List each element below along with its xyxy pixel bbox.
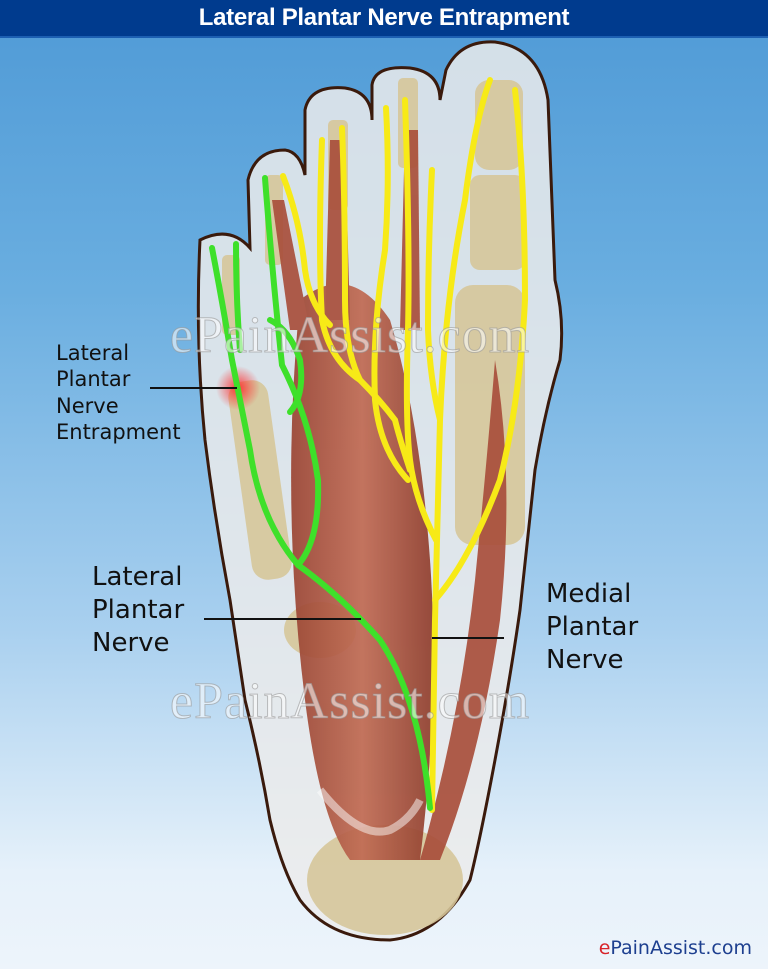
lateral-plantar-nerve-label: Lateral Plantar Nerve [92,561,184,659]
page-title: Lateral Plantar Nerve Entrapment [198,4,570,31]
lateral-label-line: Lateral [92,562,183,592]
leader-lines [150,387,504,639]
medial-label-line: Plantar [546,611,639,642]
title-bar: Lateral Plantar Nerve Entrapment [0,0,768,38]
entrapment-label-line: Lateral [56,341,130,365]
medial-plantar-nerve [280,77,529,813]
brand-logo-text: ePainAssist.com [599,937,752,959]
watermark-top: ePainAssist.com [169,307,531,365]
entrapment-label-line: Entrapment [56,420,181,445]
lateral-label-line: Nerve [92,627,170,658]
medial-plantar-nerve-label: Medial Plantar Nerve [546,578,638,676]
brand-rest: PainAssist.com [610,937,752,959]
entrapment-label-line: Nerve [56,393,119,418]
entrapment-label-line: Plantar [56,367,131,392]
brand-prefix: e [598,937,611,959]
medial-label-line: Medial [546,579,632,609]
medial-label-line: Nerve [546,644,624,675]
watermark-bottom: ePainAssist.com [169,673,531,731]
entrapment-label: Lateral Plantar Nerve Entrapment [56,340,181,446]
lateral-label-line: Plantar [92,594,185,625]
lateral-plantar-nerve [209,175,433,811]
